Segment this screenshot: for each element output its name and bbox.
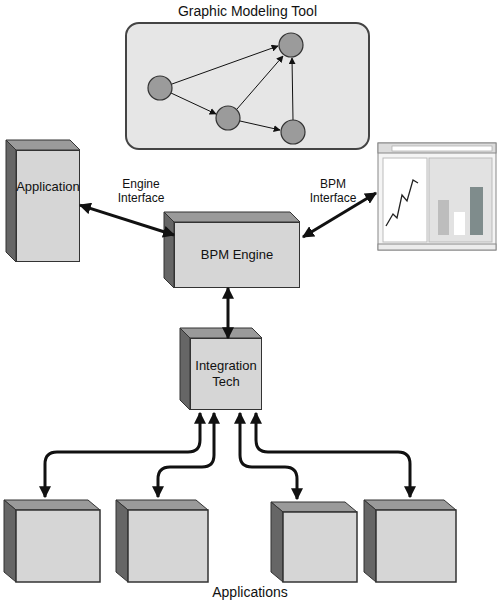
modeling-tool-frame: Graphic Modeling Tool bbox=[120, 0, 375, 152]
interface-label: BPM Interface bbox=[300, 177, 366, 206]
box-label: BPM Engine bbox=[201, 247, 273, 263]
chart-bar bbox=[438, 200, 449, 235]
application-boxes bbox=[4, 500, 456, 582]
screen-frame bbox=[378, 143, 496, 250]
screen-header bbox=[378, 143, 496, 153]
box-top-face bbox=[364, 500, 456, 510]
application-box bbox=[283, 512, 357, 582]
box-side-face bbox=[116, 500, 128, 582]
integration-box: Integration Tech bbox=[190, 338, 262, 410]
integration-arrows bbox=[45, 413, 410, 499]
chart-line bbox=[386, 180, 418, 226]
box-side-face bbox=[4, 500, 16, 582]
box-side-face bbox=[271, 502, 283, 582]
box-top-face bbox=[271, 502, 357, 512]
application-box bbox=[376, 510, 456, 582]
box-top-face bbox=[6, 140, 80, 150]
engine-box: BPM Engine bbox=[174, 222, 300, 288]
box-top-face bbox=[4, 500, 100, 510]
chart-bar bbox=[470, 187, 483, 235]
screen-footer bbox=[378, 244, 496, 250]
rounded-frame bbox=[125, 22, 370, 150]
group-label: Applications bbox=[150, 584, 350, 601]
chart-panel bbox=[383, 158, 427, 242]
graph-circle bbox=[148, 76, 172, 100]
box-shading bbox=[6, 140, 300, 410]
chart-bar bbox=[454, 212, 465, 235]
graph-arrow bbox=[237, 56, 283, 109]
box-label: Integration Tech bbox=[193, 358, 259, 390]
graph-circle bbox=[279, 33, 303, 57]
application-box bbox=[128, 510, 208, 582]
box-side-face bbox=[364, 500, 376, 582]
box-label: Application bbox=[16, 179, 80, 195]
box-top-face bbox=[116, 500, 208, 510]
graph-circle bbox=[216, 106, 240, 130]
dashboard-screen bbox=[378, 143, 496, 250]
application-box: Application bbox=[16, 150, 80, 262]
box-side-face bbox=[6, 140, 16, 262]
box-side-face bbox=[180, 328, 190, 410]
application-box bbox=[16, 510, 100, 582]
graph-arrows bbox=[171, 46, 293, 130]
bar-panel bbox=[429, 158, 492, 242]
integration-arrow bbox=[256, 413, 410, 497]
graph-arrow bbox=[292, 58, 293, 120]
integration-arrow bbox=[45, 413, 200, 497]
integration-arrow bbox=[240, 413, 297, 499]
graph-circles bbox=[148, 33, 305, 144]
double-arrow bbox=[227, 288, 230, 338]
integration-arrow bbox=[158, 413, 214, 497]
edge-label: Engine Interface bbox=[104, 177, 178, 206]
graph-arrow bbox=[240, 121, 280, 130]
box-side-face bbox=[164, 212, 174, 288]
screen-field bbox=[392, 146, 492, 151]
box-top-face bbox=[180, 328, 262, 338]
box-top-face bbox=[164, 212, 300, 222]
graph-arrow bbox=[171, 93, 216, 114]
frame-title: Graphic Modeling Tool bbox=[120, 0, 375, 22]
double-arrow bbox=[80, 205, 174, 235]
graph-arrow bbox=[172, 46, 278, 84]
graph-circle bbox=[281, 120, 305, 144]
